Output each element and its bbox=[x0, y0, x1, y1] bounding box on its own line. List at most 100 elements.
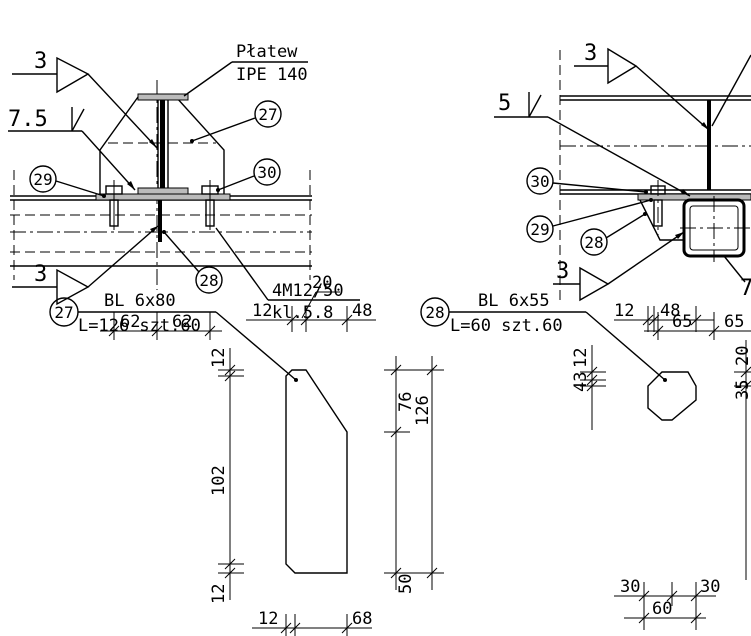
p27-right-slash2 bbox=[390, 426, 402, 438]
p28-right-slash1 bbox=[740, 366, 751, 378]
ref-28-label: 28 bbox=[199, 271, 218, 290]
p28-dim-48: 48 bbox=[660, 301, 680, 321]
p27-dim-102: 102 bbox=[209, 465, 229, 496]
bolt-class: kl.5.8 bbox=[272, 303, 333, 323]
p28-top-slash2 bbox=[648, 314, 660, 326]
p27-right-slash1 bbox=[390, 364, 402, 376]
p28-bot-slash3 bbox=[690, 590, 702, 602]
r-gusset-edge bbox=[707, 100, 711, 190]
ref-30-right: 30 bbox=[526, 167, 648, 195]
purlin-bottom-flange bbox=[137, 187, 189, 195]
p27-left-slash2 bbox=[224, 370, 236, 382]
p27-20-leader bbox=[301, 291, 317, 319]
ref-30-left: 30 bbox=[216, 158, 281, 192]
ref-28-right: 28 bbox=[580, 212, 647, 256]
gusset-plate-right bbox=[167, 96, 225, 196]
bolt-right bbox=[201, 180, 219, 230]
p27-top-slash2 bbox=[300, 314, 312, 326]
p27-left-slash3 bbox=[224, 558, 236, 570]
weld-bottom-label: 3 bbox=[34, 262, 47, 287]
dim-62-a: 62 bbox=[120, 312, 140, 332]
r-ref-28-label: 28 bbox=[584, 233, 603, 252]
p27-leader bbox=[215, 311, 297, 381]
ref-29-label: 29 bbox=[33, 170, 52, 189]
p28-line2: L=60 szt.60 bbox=[450, 316, 563, 336]
p27-dim-12-left: 12 bbox=[209, 348, 229, 368]
weld-symbol-mid: 7.5 bbox=[8, 107, 136, 191]
r-weld-top-label: 3 bbox=[584, 41, 597, 66]
p27-top-slash1 bbox=[286, 314, 298, 326]
weld-mid-label: 7.5 bbox=[8, 107, 48, 132]
p28-dim-60: 60 bbox=[652, 599, 672, 619]
r-weld-symbol-bottom: 3 bbox=[553, 231, 685, 302]
p28-left-slash2 bbox=[586, 374, 598, 386]
p28-bot-slash1 bbox=[638, 590, 650, 602]
p27-ref: 27 bbox=[54, 303, 73, 322]
purlin-web bbox=[160, 100, 165, 188]
weld-symbol-top: 3 bbox=[12, 49, 158, 149]
p27-right-slash3 bbox=[390, 567, 402, 579]
plate-27-detail: 27 BL 6x80 L=126 szt.60 20 12 48 12 102 bbox=[49, 273, 444, 636]
p27-right-slash5 bbox=[426, 567, 438, 579]
p27-dim-68: 68 bbox=[352, 609, 372, 629]
p28-dim-30-a: 30 bbox=[620, 577, 640, 597]
purlin-label: Płatew IPE 140 bbox=[183, 42, 308, 97]
p27-dim-12-bottom: 12 bbox=[209, 584, 229, 604]
r-dim-65-b: 65 bbox=[724, 312, 744, 332]
r-weld-symbol-side: 7 bbox=[711, 54, 751, 301]
p27-dim-12-bot: 12 bbox=[258, 609, 278, 629]
ref-29-left: 29 bbox=[29, 165, 106, 198]
bolt-left bbox=[105, 180, 123, 230]
p27-bot-slash2 bbox=[289, 622, 301, 634]
p27-dim-76: 76 bbox=[396, 392, 416, 412]
p27-line2: L=126 szt.60 bbox=[78, 316, 201, 336]
r-weld-symbol-top: 3 bbox=[574, 41, 710, 131]
p27-dim-48: 48 bbox=[352, 301, 372, 321]
p27-plate-outline bbox=[285, 369, 348, 574]
p28-left-slash1 bbox=[586, 366, 598, 378]
r-dim-65-a: 65 bbox=[672, 312, 692, 332]
r-weld-bottom-label: 3 bbox=[556, 259, 569, 284]
p28-left-slash3 bbox=[586, 380, 598, 392]
p28-dim-12-left: 12 bbox=[571, 348, 591, 368]
bolt-spec: 4M12/50 bbox=[272, 281, 344, 301]
ref-30-label: 30 bbox=[257, 163, 276, 182]
p28-bot-slash5 bbox=[690, 612, 702, 624]
ref-27-left: 27 bbox=[190, 100, 282, 143]
r-weld-symbol-mid: 5 bbox=[494, 91, 691, 197]
purlin-profile: IPE 140 bbox=[236, 65, 308, 85]
p28-leader bbox=[585, 311, 666, 381]
right-connection-view: 3 5 3 7 30 bbox=[494, 41, 751, 340]
p28-bot-slash4 bbox=[638, 612, 650, 624]
p28-dim-12-top: 12 bbox=[614, 301, 634, 321]
p27-left-slash4 bbox=[224, 567, 236, 579]
p28-ref: 28 bbox=[425, 303, 444, 322]
base-plate bbox=[95, 193, 231, 201]
p28-dim-35: 35 bbox=[733, 380, 751, 400]
r-weld-side-label: 7 bbox=[740, 276, 751, 301]
r-ref-29-label: 29 bbox=[530, 220, 549, 239]
p27-dim-20: 20 bbox=[312, 273, 332, 293]
p27-left-slash1 bbox=[224, 364, 236, 376]
r-ref-30-label: 30 bbox=[530, 172, 549, 191]
ref-29-right: 29 bbox=[526, 198, 653, 243]
p27-bot-slash1 bbox=[280, 622, 292, 634]
p27-leader-dot bbox=[294, 378, 298, 382]
p28-bot-slash2 bbox=[666, 590, 678, 602]
plate-28-detail: 28 BL 6x55 L=60 szt.60 12 48 12 43 bbox=[420, 291, 751, 630]
ref-27-label: 27 bbox=[258, 105, 277, 124]
p28-dim-20: 20 bbox=[733, 346, 751, 366]
p28-dim-43: 43 bbox=[571, 372, 591, 392]
p27-right-slash4 bbox=[426, 364, 438, 376]
p27-dim-12-top: 12 bbox=[252, 301, 272, 321]
bolt-spacing-dimension: 62 62 bbox=[100, 312, 222, 340]
weld-symbol-bottom: 3 bbox=[12, 225, 159, 306]
weld-top-label: 3 bbox=[34, 49, 47, 74]
p28-plate-outline bbox=[647, 371, 697, 421]
purlin-name: Płatew bbox=[236, 42, 298, 62]
p27-top-slash3 bbox=[341, 314, 353, 326]
ref-28-left: 28 bbox=[162, 230, 223, 294]
dim-62-b: 62 bbox=[172, 312, 192, 332]
p27-dim-50: 50 bbox=[396, 574, 416, 594]
